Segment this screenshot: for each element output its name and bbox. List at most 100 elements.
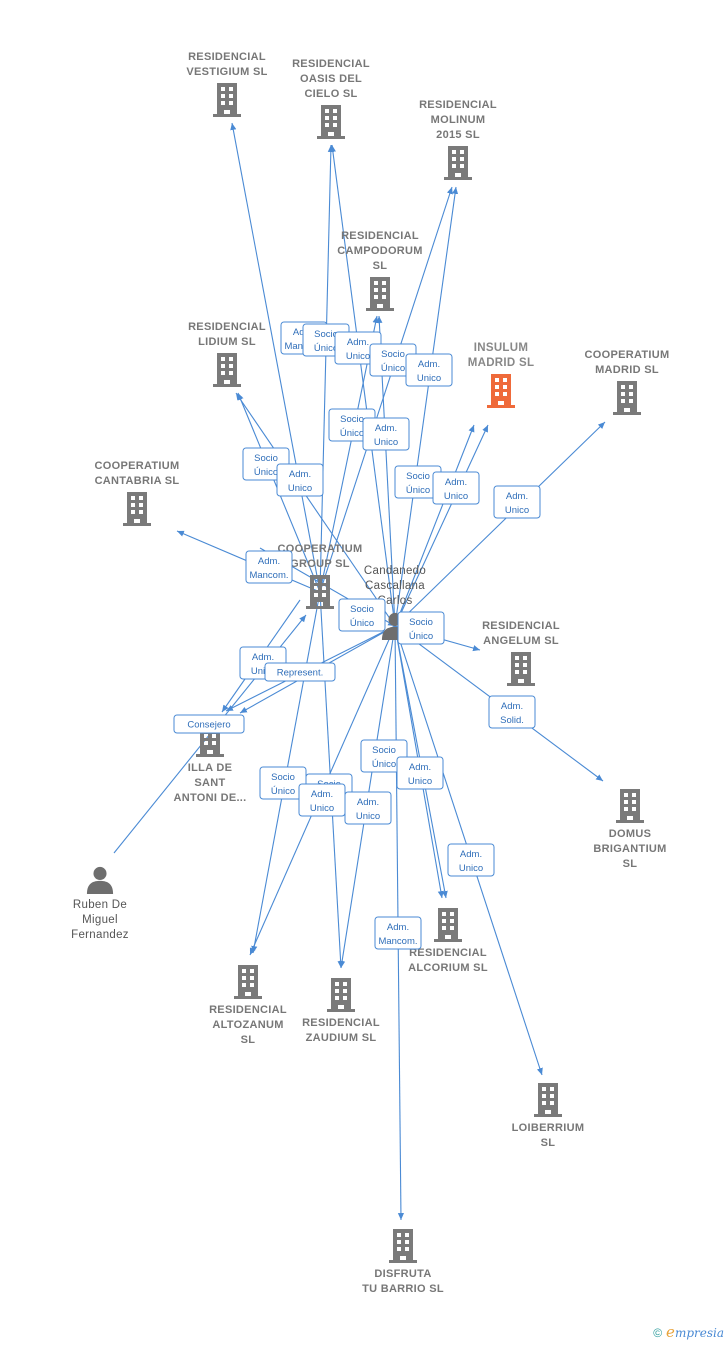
edge-role-label[interactable]: Represent. [264,662,336,682]
node-label-line: ZAUDIUM SL [306,1032,377,1044]
edge-role-box [488,695,536,729]
building-icon [213,83,241,117]
node-label-line: CIELO SL [304,88,357,100]
edge-role-box [432,471,480,505]
node-label-line: CANTABRIA SL [95,475,180,487]
node-label-line: RESIDENCIAL [341,230,419,242]
edge-role-text: Unico [346,351,370,362]
building-icon [616,789,644,823]
relation-edge [394,424,489,627]
node-label-line: DISFRUTA [374,1268,431,1280]
edge-role-text: Unico [356,811,380,822]
edge-role-text: Represent. [277,668,323,679]
edge-role-text: Adm. [289,469,311,480]
node-label-line: COOPERATIUM [585,349,670,361]
edge-role-text: Socio [406,471,430,482]
edge-role-text: Adm. [357,797,379,808]
edge-role-label[interactable]: Adm. Unico [344,791,392,825]
node-disfruta[interactable]: DISFRUTA TU BARRIO SL [362,1229,444,1295]
node-label-line: VESTIGIUM SL [186,66,267,78]
edge-role-label[interactable]: Adm.Unico [276,463,324,497]
building-icon [613,381,641,415]
edge-role-text: Socio [254,453,278,464]
edge-role-text: Unico [374,437,398,448]
edge-role-box [493,485,541,519]
edge-role-label[interactable]: Consejero [173,714,245,734]
building-icon [317,105,345,139]
edge-role-text: Adm. [445,477,467,488]
node-label-line: LIDIUM SL [198,336,256,348]
node-label-line: Cascallana [365,580,425,592]
node-angelum[interactable]: RESIDENCIAL ANGELUM SL [482,620,560,686]
edge-role-label[interactable]: Adm.Unico [447,843,495,877]
edge-role-box [374,916,422,950]
relation-edge [319,186,453,593]
edge-role-label[interactable]: Adm. Unico [362,417,410,451]
edge-role-text: Adm. [418,359,440,370]
building-icon [327,978,355,1012]
edge-role-text: Consejero [187,720,230,731]
node-label-line: RESIDENCIAL [482,620,560,632]
edge-role-label[interactable]: Adm.Mancom. [374,916,422,950]
node-label-line: Carlos [377,595,412,607]
node-label-line: RESIDENCIAL [419,99,497,111]
node-label-line: SL [241,1034,256,1046]
edge-role-text: Socio [350,604,374,615]
building-icon [389,1229,417,1263]
edge-role-box [405,353,453,387]
edge-role-text: Adm. [375,423,397,434]
node-label-line: RESIDENCIAL [292,58,370,70]
edge-role-label[interactable]: Adm.Mancom. [245,550,293,584]
edge-role-label[interactable]: Adm.Unico [298,783,346,817]
edge-role-label[interactable]: Adm.Unico [396,756,444,790]
node-label-line: TU BARRIO SL [362,1283,444,1295]
edge-role-text: Unico [408,776,432,787]
edge-role-box [344,791,392,825]
edge-role-label[interactable]: Adm. Unico [405,353,453,387]
edge-role-label[interactable]: Adm.Unico [493,485,541,519]
relation-edge [394,186,459,627]
edge-role-text: Único [350,618,374,629]
edge-role-text: Único [409,631,433,642]
building-icon [234,965,262,999]
node-label-line: MADRID SL [468,357,535,369]
node-label-line: ALCORIUM SL [408,962,488,974]
edge-role-box [397,611,445,645]
edge-role-text: Socio [314,329,338,340]
edge-role-text: Unico [417,373,441,384]
relation-edge [319,144,334,593]
building-icon [306,575,334,609]
edge-role-text: Único [406,485,430,496]
node-label-line: ANGELUM SL [483,635,559,647]
building-icon [487,374,515,408]
edge-role-text: Solid. [500,715,524,726]
edge-role-box [396,756,444,790]
edge-role-label[interactable]: Adm.Unico [432,471,480,505]
edge-label-layer: Adm.Mancom.SocioÚnicoAdm.UnicoSocioÚnico… [173,321,541,950]
edge-role-label[interactable]: Adm.Solid. [488,695,536,729]
edge-role-text: Unico [251,666,275,677]
